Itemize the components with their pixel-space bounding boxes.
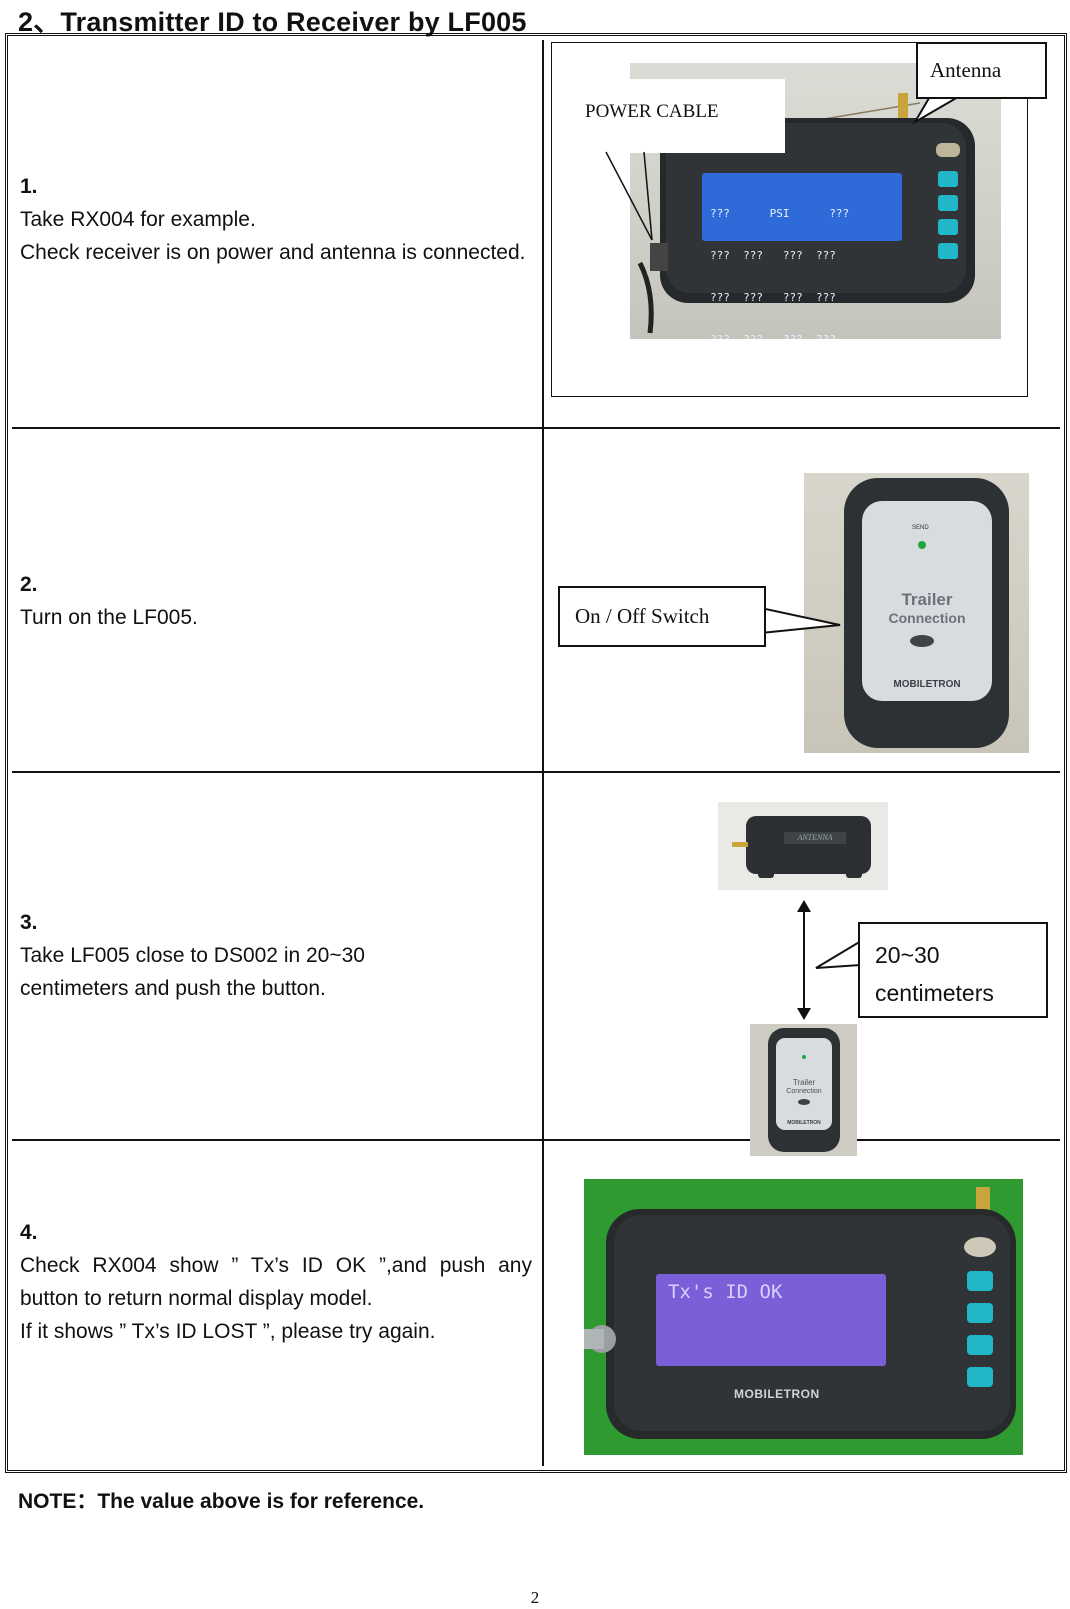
step-number: 3. [20, 911, 38, 934]
step-line: Check RX004 show ” Tx’s ID OK ”,and push… [20, 1254, 532, 1310]
antenna-callout: Antenna [916, 42, 1047, 99]
column-divider [542, 40, 544, 1466]
trailer-line: Connection [888, 610, 966, 626]
receiver-ok-illustration [584, 1187, 1016, 1439]
instruction-table: 1. Take RX004 for example. Check receive… [5, 33, 1067, 1473]
receiver-illustration [637, 93, 975, 334]
step-number: 4. [20, 1221, 38, 1244]
brand-label: MOBILETRON [734, 1387, 820, 1401]
lcd-ok-text: Tx's ID OK [668, 1281, 783, 1303]
switch-callout: On / Off Switch [558, 586, 766, 647]
row-divider [12, 427, 1060, 429]
lcd-row: ??? ??? ??? ??? [710, 291, 836, 304]
step-number: 1. [20, 175, 38, 198]
step-line: Take RX004 for example. [20, 208, 256, 231]
step-3-text: 3. Take LF005 close to DS002 in 20~30 ce… [20, 906, 532, 1005]
ds002-photo: ANTENNA [718, 802, 888, 890]
row-divider [12, 771, 1060, 773]
step-line: Check receiver is on power and antenna i… [20, 241, 526, 264]
note-text: NOTE：The value above is for reference. [18, 1490, 425, 1513]
antenna-label: Antenna [930, 58, 1002, 82]
step-2-text: 2. Turn on the LF005. [20, 568, 532, 634]
trailer-line: Trailer [901, 590, 953, 609]
trailer-line: Connection [786, 1088, 822, 1095]
receiver-ok-photo: Tx's ID OK MOBILETRON [584, 1179, 1023, 1455]
lf005-small-illustration [768, 1028, 840, 1152]
step-line: Take LF005 close to DS002 in 20~30 centi… [20, 944, 365, 1000]
brand-label: MOBILETRON [893, 679, 961, 690]
lcd-screen-text: ??? PSI ??? ??? ??? ??? ??? ??? ??? ??? … [710, 179, 898, 339]
lcd-row: ??? PSI ??? [710, 207, 850, 220]
lcd-row: ??? ??? ??? ??? [710, 333, 898, 339]
trailer-connection-label: Trailer Connection [862, 591, 992, 627]
step-4-text: 4. Check RX004 show ” Tx’s ID OK ”,and p… [20, 1216, 532, 1348]
ds002-illustration [732, 816, 871, 878]
power-cable-label-box: POWER CABLE [573, 79, 785, 153]
send-label: SEND [912, 525, 929, 531]
page-title: 2、Transmitter ID to Receiver by LF005 [18, 7, 527, 37]
step-line: Turn on the LF005. [20, 606, 198, 629]
switch-pointer [760, 606, 841, 635]
distance-callout: 20~30 centimeters [858, 922, 1048, 1018]
power-cable-label: POWER CABLE [585, 101, 719, 122]
row-divider [12, 1139, 1060, 1141]
switch-label: On / Off Switch [575, 604, 710, 628]
image-frame [551, 42, 1028, 397]
page-number: 2 [530, 1588, 540, 1607]
brand-small-label: MOBILETRON [787, 1120, 821, 1126]
power-cable-pointer [605, 151, 653, 241]
distance-arrow [797, 900, 811, 1020]
trailer-line: Trailer [792, 1078, 816, 1087]
lf005-small-photo: Trailer Connection MOBILETRON [750, 1024, 857, 1156]
step-number: 2. [20, 573, 38, 596]
lf005-photo: SEND Trailer Connection MOBILETRON [804, 473, 1029, 753]
lf005-illustration [844, 478, 1009, 748]
step-1-text: 1. Take RX004 for example. Check receive… [20, 170, 532, 269]
step-line: If it shows ” Tx’s ID LOST ”, please try… [20, 1320, 436, 1343]
lcd-row: ??? ??? ??? ??? [710, 249, 836, 262]
trailer-connection-small-label: Trailer Connection [776, 1078, 832, 1096]
distance-label: 20~30 centimeters [875, 942, 994, 1006]
antenna-imprint: ANTENNA [797, 833, 833, 842]
